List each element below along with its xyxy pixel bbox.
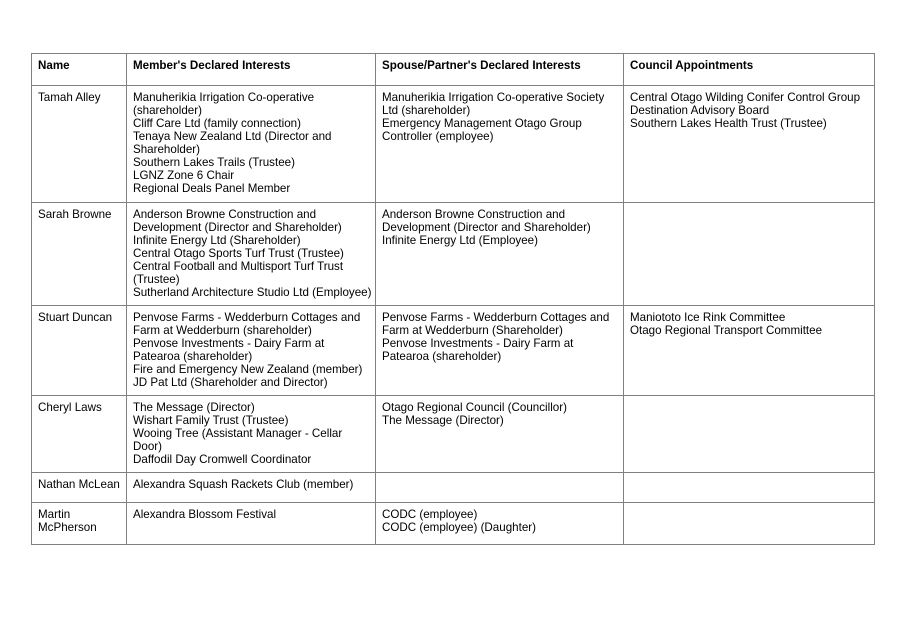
cell-line: (shareholder) — [133, 104, 202, 117]
cell-line: Cliff Care Ltd (family connection) — [133, 117, 301, 130]
cell-line: Sarah Browne — [38, 208, 112, 221]
cell-line: Infinite Energy Ltd (Employee) — [382, 234, 538, 247]
table-body: Tamah Alley Manuherikia Irrigation Co-ope… — [31, 85, 875, 545]
cell-line: Manuherikia Irrigation Co-operative — [133, 91, 315, 104]
cell-line: Destination Advisory Board — [630, 104, 770, 117]
spouse-interests-cell — [375, 472, 624, 503]
name-cell: Tamah Alley — [31, 85, 127, 203]
table-row: Stuart Duncan Penvose Farms - Wedderburn … — [31, 305, 875, 396]
cell-line: LGNZ Zone 6 Chair — [133, 169, 235, 182]
cell-line: Central Otago Sports Turf Trust (Trustee… — [133, 247, 344, 260]
cell-line: (Trustee) — [133, 273, 180, 286]
cell-line: Infinite Energy Ltd (Shareholder) — [133, 234, 301, 247]
council-appointments-cell: Central Otago Wilding Conifer Control Gr… — [623, 85, 875, 203]
cell-line: Regional Deals Panel Member — [133, 182, 291, 195]
cell-line: Sutherland Architecture Studio Ltd (Empl… — [133, 286, 372, 299]
cell-line: Farm at Wedderburn (shareholder) — [133, 324, 312, 337]
spouse-interests-cell: CODC (employee)CODC (employee) (Daughter… — [375, 502, 624, 545]
cell-line: Penvose Investments - Dairy Farm at — [133, 337, 325, 350]
cell-line: Development (Director and Shareholder) — [133, 221, 342, 234]
cell-line: Penvose Farms - Wedderburn Cottages and — [133, 311, 361, 324]
cell-line: CODC (employee) (Daughter) — [382, 521, 536, 534]
declared-interests-table: Name Member's Declared Interests Spouse/… — [31, 53, 875, 545]
cell-line: Anderson Browne Construction and — [382, 208, 566, 221]
cell-line: Alexandra Squash Rackets Club (member) — [133, 478, 354, 491]
cell-line: Central Football and Multisport Turf Tru… — [133, 260, 344, 273]
cell-line: The Message (Director) — [133, 401, 255, 414]
spouse-interests-cell: Manuherikia Irrigation Co-operative Soci… — [375, 85, 624, 203]
header-member-interests: Member's Declared Interests — [126, 53, 376, 86]
table-header-row: Name Member's Declared Interests Spouse/… — [31, 53, 875, 86]
cell-line: Nathan McLean — [38, 478, 120, 491]
cell-line: Cheryl Laws — [38, 401, 102, 414]
cell-line: Anderson Browne Construction and — [133, 208, 317, 221]
spouse-interests-cell: Otago Regional Council (Councillor)The M… — [375, 395, 624, 473]
cell-line: Tamah Alley — [38, 91, 101, 104]
council-appointments-cell — [623, 502, 875, 545]
cell-line: Development (Director and Shareholder) — [382, 221, 591, 234]
cell-line: Daffodil Day Cromwell Coordinator — [133, 453, 312, 466]
name-cell: Sarah Browne — [31, 202, 127, 306]
table-row: Sarah Browne Anderson Browne Construction… — [31, 202, 875, 306]
cell-line: Otago Regional Transport Committee — [630, 324, 823, 337]
cell-line: The Message (Director) — [382, 414, 504, 427]
cell-line: Shareholder) — [133, 143, 201, 156]
name-cell: Cheryl Laws — [31, 395, 127, 473]
member-interests-cell: Manuherikia Irrigation Co-operative(shar… — [126, 85, 376, 203]
cell-line: Southern Lakes Trails (Trustee) — [133, 156, 295, 169]
table-row: Tamah Alley Manuherikia Irrigation Co-ope… — [31, 85, 875, 203]
cell-line: McPherson — [38, 521, 97, 534]
cell-line: Ltd (shareholder) — [382, 104, 471, 117]
cell-line: Penvose Investments - Dairy Farm at — [382, 337, 574, 350]
cell-line: Fire and Emergency New Zealand (member) — [133, 363, 363, 376]
cell-line: Door) — [133, 440, 162, 453]
cell-line: Wishart Family Trust (Trustee) — [133, 414, 289, 427]
header-name: Name — [31, 53, 127, 86]
council-appointments-cell — [623, 202, 875, 306]
cell-line: CODC (employee) — [382, 508, 478, 521]
cell-line: Maniototo Ice Rink Committee — [630, 311, 786, 324]
name-cell: Stuart Duncan — [31, 305, 127, 396]
cell-line: Central Otago Wilding Conifer Control Gr… — [630, 91, 861, 104]
member-interests-cell: Alexandra Squash Rackets Club (member) — [126, 472, 376, 503]
member-interests-cell: The Message (Director)Wishart Family Tru… — [126, 395, 376, 473]
table-row: Nathan McLean Alexandra Squash Rackets Cl… — [31, 472, 875, 503]
cell-line: Emergency Management Otago Group — [382, 117, 582, 130]
cell-line: Wooing Tree (Assistant Manager - Cellar — [133, 427, 343, 440]
cell-line: Stuart Duncan — [38, 311, 113, 324]
cell-line: Patearoa (shareholder) — [382, 350, 502, 363]
cell-line: Alexandra Blossom Festival — [133, 508, 277, 521]
header-spouse-interests: Spouse/Partner's Declared Interests — [375, 53, 624, 86]
cell-line: Penvose Farms - Wedderburn Cottages and — [382, 311, 610, 324]
council-appointments-cell — [623, 472, 875, 503]
cell-line: Otago Regional Council (Councillor) — [382, 401, 567, 414]
cell-line: Farm at Wedderburn (Shareholder) — [382, 324, 563, 337]
cell-line: Controller (employee) — [382, 130, 494, 143]
cell-line: Southern Lakes Health Trust (Trustee) — [630, 117, 827, 130]
header-council-appointments: Council Appointments — [623, 53, 875, 86]
council-appointments-cell — [623, 395, 875, 473]
member-interests-cell: Alexandra Blossom Festival — [126, 502, 376, 545]
cell-line: Tenaya New Zealand Ltd (Director and — [133, 130, 332, 143]
cell-line: Martin — [38, 508, 71, 521]
cell-line: JD Pat Ltd (Shareholder and Director) — [133, 376, 328, 389]
cell-line: Manuherikia Irrigation Co-operative Soci… — [382, 91, 605, 104]
cell-line: Patearoa (shareholder) — [133, 350, 253, 363]
name-cell: Nathan McLean — [31, 472, 127, 503]
